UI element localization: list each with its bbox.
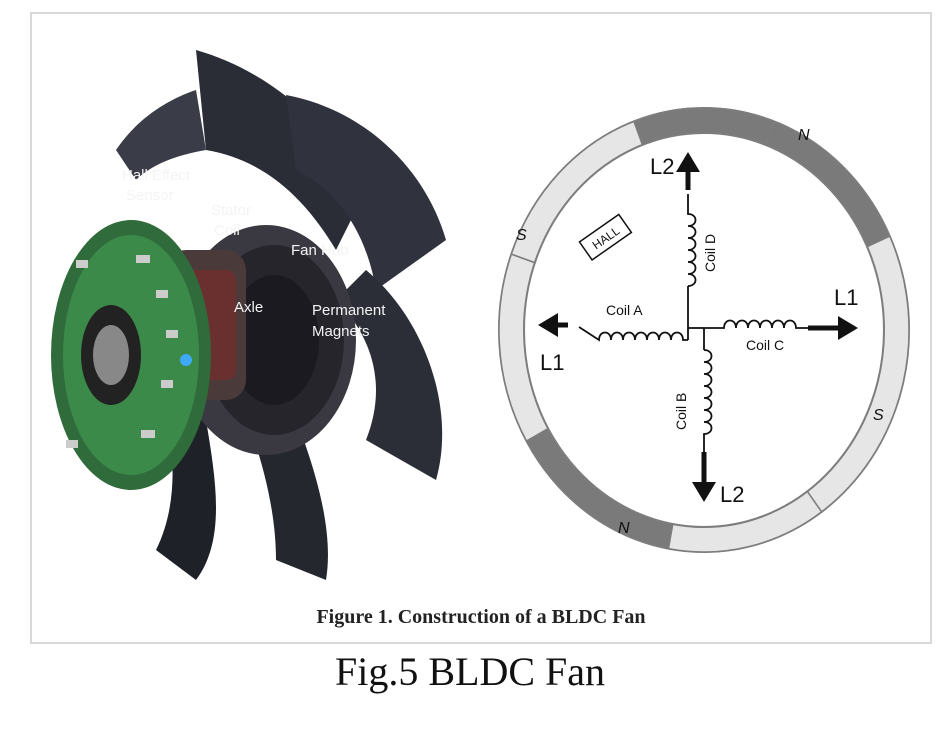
pole-labels: N N S S [516,127,884,537]
lead-l2-top-label: L2 [650,154,674,179]
arrow-l2-bottom [692,452,716,502]
lead-l1-left-label: L1 [540,350,564,375]
coil-labels: Coil A Coil C Coil D Coil B [606,234,784,430]
coil-a-label: Coil A [606,302,643,318]
figure-caption: Figure 1. Construction of a BLDC Fan [316,606,646,628]
fan-photo: Hall Effect Sensor Stator Coil Fan Hub A… [51,50,446,580]
photo-labels: Hall Effect Sensor Stator Coil Fan Hub A… [122,167,386,340]
arrow-l2-top [676,152,700,190]
lead-labels: L1 L1 L2 L2 [540,154,858,507]
lead-arrows [538,152,858,502]
stator-label-line1: Stator [211,202,251,219]
pole-s-left: S [516,227,527,244]
lead-l1-right-label: L1 [834,285,858,310]
magnets-label-line2: Magnets [312,323,370,340]
stator-label-line2: Coil [214,222,240,239]
fan-hub-label: Fan Hub [291,242,349,259]
image-caption: Fig.5 BLDC Fan [334,649,606,694]
coil-b-label: Coil B [673,393,689,430]
axle-label: Axle [234,299,263,316]
hall-effect-label-line1: Hall Effect [122,167,191,184]
magnets-label-line1: Permanent [312,302,386,319]
fan-blades [116,50,446,580]
hall-effect-label-line2: Sensor [126,187,174,204]
coil-c-label: Coil C [746,337,784,353]
bldc-motor-diagram: N N S S HALL [498,107,910,553]
lead-l2-bottom-label: L2 [720,482,744,507]
coil-d-label: Coil D [702,234,718,272]
hall-sensor: HALL [578,213,633,262]
circuit-board [51,220,211,490]
pole-s-right: S [873,407,884,424]
pole-n-bottom: N [618,520,630,537]
arrow-l1-right [808,316,858,340]
arrow-l1-left [538,313,568,337]
pole-n-top: N [798,127,810,144]
